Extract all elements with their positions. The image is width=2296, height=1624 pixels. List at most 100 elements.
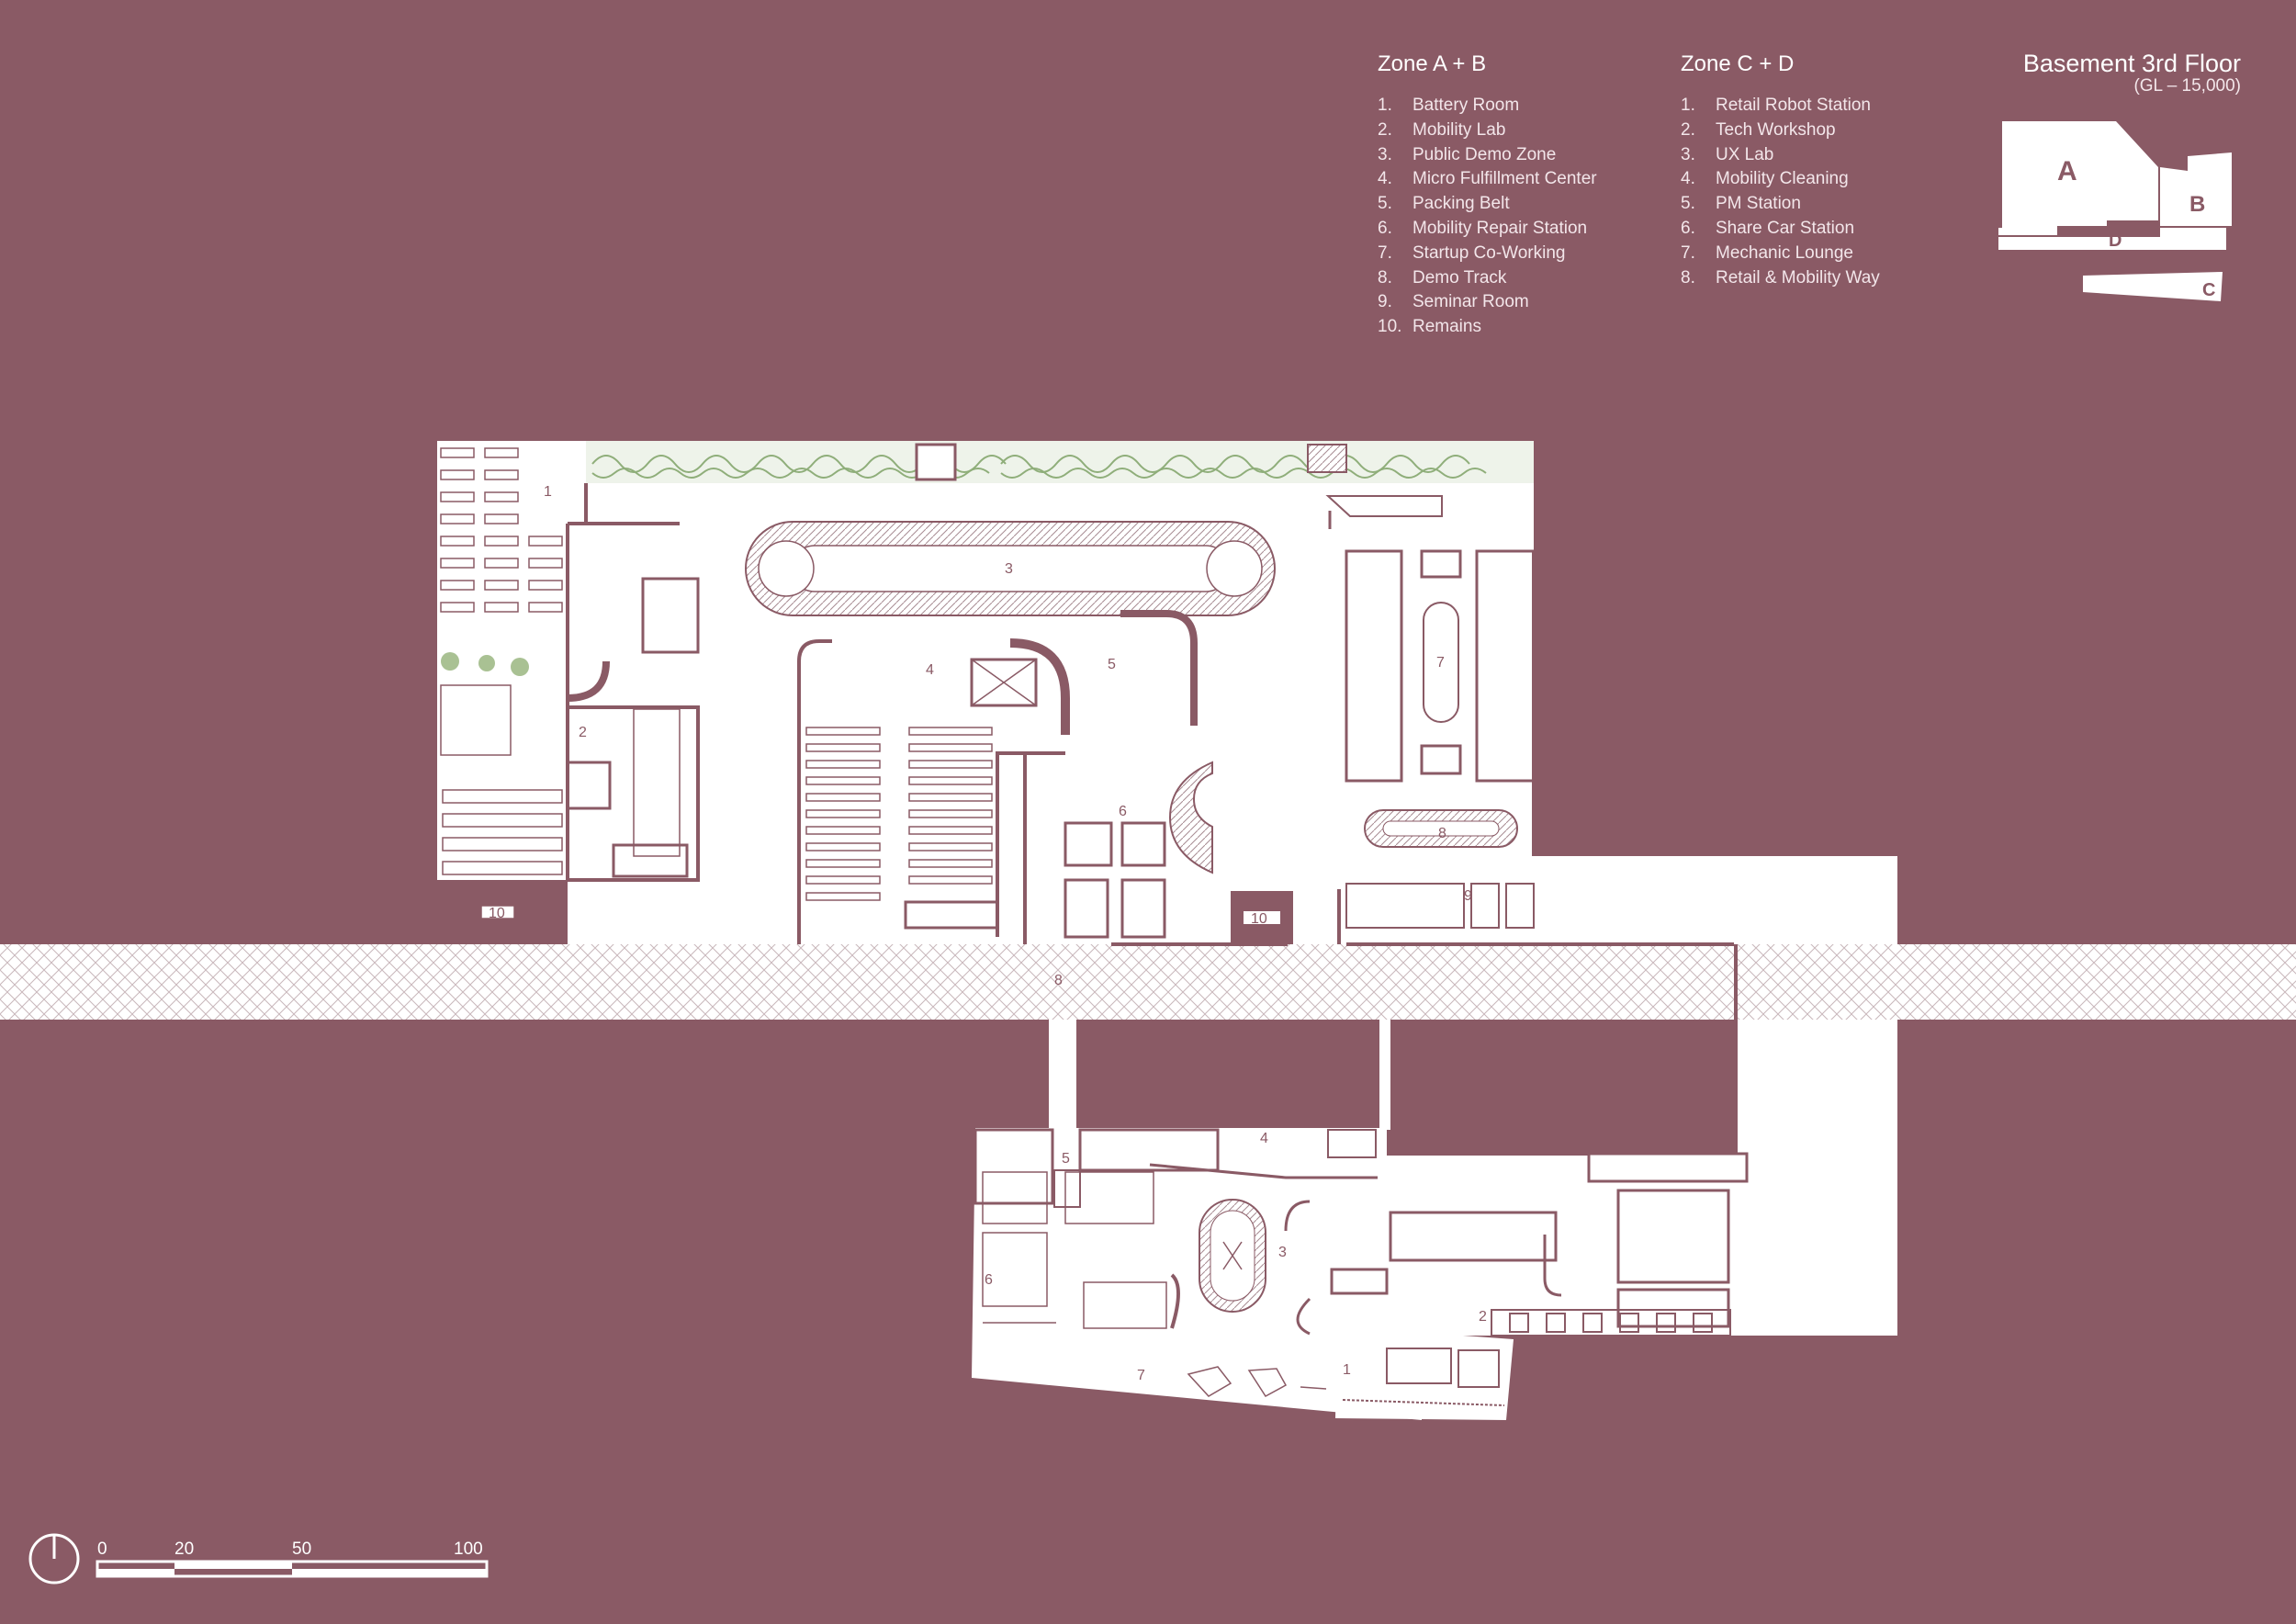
legend-item: 10.Remains xyxy=(1378,317,1481,337)
legend-item: 8.Demo Track xyxy=(1378,267,1507,288)
packing-belt-b xyxy=(1120,610,1198,726)
legend-item: 1.Retail Robot Station xyxy=(1681,96,1871,115)
legend-zone-cd-title: Zone C + D xyxy=(1681,51,1795,76)
zone-ab-floor xyxy=(437,441,1897,944)
plan-label-ab-1: 1 xyxy=(544,484,552,500)
battery-room-racks xyxy=(440,447,563,613)
mechanic-lounge xyxy=(1187,1366,1327,1397)
startup-coworking xyxy=(1325,495,1536,783)
stair-core-a xyxy=(641,577,700,654)
key-map: A B D C xyxy=(1998,121,2232,301)
plan-label-cd-4: 4 xyxy=(1260,1131,1268,1146)
zone-cd-slab xyxy=(972,1128,1897,1420)
plan-label-ab-10a: 10 xyxy=(489,906,505,921)
plan-label-ab-7: 7 xyxy=(1436,655,1445,671)
key-map-label-c: C xyxy=(2202,280,2215,300)
repair-ramp xyxy=(1168,761,1213,874)
plan-label-cd-3: 3 xyxy=(1278,1245,1287,1260)
key-map-label-a: A xyxy=(2057,156,2077,186)
zone-cd-south-wedge xyxy=(1335,1326,1514,1420)
plan-label-cd-8: 8 xyxy=(1054,973,1063,988)
ux-lab-cross xyxy=(1222,1241,1243,1270)
tech-workshop xyxy=(1491,1309,1731,1336)
legend-item: 3.UX Lab xyxy=(1681,144,1774,164)
connector-vertical-right xyxy=(1379,1020,1390,1130)
north-arrow xyxy=(28,1533,80,1585)
retail-mobility-way xyxy=(0,944,2296,1020)
greenery-gate-left xyxy=(915,443,957,481)
scale-tick-100: 100 xyxy=(454,1539,483,1559)
packing-belt xyxy=(1009,638,1070,735)
pm-station xyxy=(1053,1169,1081,1208)
floor-title: Basement 3rd Floor xyxy=(2022,50,2241,77)
mobility-lab xyxy=(440,660,689,878)
key-map-label-b: B xyxy=(2189,192,2205,217)
remains-b-label-box xyxy=(1244,911,1280,924)
scale-tick-20: 20 xyxy=(174,1539,194,1559)
zone-cd-walls xyxy=(974,1128,1749,1336)
mobility-lab-plants xyxy=(441,652,529,676)
scale-tick-50: 50 xyxy=(292,1539,311,1559)
legend-item: 7.Startup Co-Working xyxy=(1378,242,1566,263)
scale-bar-seg-3 xyxy=(292,1569,487,1576)
plan-label-ab-10b: 10 xyxy=(1251,911,1267,927)
plan-label-cd-6: 6 xyxy=(985,1272,993,1288)
plan-label-ab-6: 6 xyxy=(1119,804,1127,819)
scale-bar-seg-2 xyxy=(174,1562,292,1569)
legend-item: 5.Packing Belt xyxy=(1378,194,1510,214)
share-car-station xyxy=(982,1171,1180,1329)
key-map-zone-b xyxy=(2160,152,2232,226)
legend-item: 4.Mobility Cleaning xyxy=(1681,169,1849,189)
greenery-gate-right xyxy=(1307,444,1347,473)
floor-level: (GL – 15,000) xyxy=(2133,76,2241,96)
demo-track-inner xyxy=(1382,820,1500,837)
retail-robot-station xyxy=(1342,1348,1505,1406)
legend-zone-ab-title: Zone A + B xyxy=(1378,51,1487,76)
legend-zone-ab: Zone A + B 1.Battery Room 2.Mobility Lab… xyxy=(1378,51,1597,340)
key-map-label-d: D xyxy=(2109,231,2122,251)
scale-bar: 0 20 50 100 xyxy=(96,1539,489,1578)
legend-item: 2.Tech Workshop xyxy=(1681,119,1836,140)
scale-bar-seg-1 xyxy=(97,1569,174,1576)
legend-item: 1.Battery Room xyxy=(1378,96,1520,115)
legend-item: 9.Seminar Room xyxy=(1378,292,1529,312)
legend-zone-cd: Zone C + D 1.Retail Robot Station 2.Tech… xyxy=(1681,51,1880,290)
plan-numbers: 1 2 3 4 5 6 7 8 9 10 10 1 2 3 4 5 6 7 8 xyxy=(489,484,1487,1383)
zone-cd-east-block xyxy=(1589,1154,1897,1336)
plan-label-ab-8: 8 xyxy=(1438,826,1446,841)
key-map-zone-c xyxy=(2083,272,2223,301)
remains-a xyxy=(480,905,515,919)
legend-item: 6.Mobility Repair Station xyxy=(1378,218,1588,238)
key-map-zone-d xyxy=(1998,228,2226,250)
plan-label-ab-9: 9 xyxy=(1464,888,1472,904)
legend-item: 2.Mobility Lab xyxy=(1378,119,1506,140)
legend-zone-ab-list: 1.Battery Room 2.Mobility Lab 3.Public D… xyxy=(1378,94,1597,340)
fulfillment-racks xyxy=(805,658,1038,930)
legend-item: 6.Share Car Station xyxy=(1681,218,1855,238)
plan-label-cd-2: 2 xyxy=(1479,1309,1487,1325)
legend-item: 4.Micro Fulfillment Center xyxy=(1378,169,1597,189)
legend-item: 8.Retail & Mobility Way xyxy=(1681,267,1880,288)
legend-item: 7.Mechanic Lounge xyxy=(1681,242,1853,263)
plan-label-cd-1: 1 xyxy=(1343,1362,1351,1378)
plan-label-ab-3: 3 xyxy=(1005,561,1013,577)
stair-core-b xyxy=(566,761,612,810)
title-block: Basement 3rd Floor (GL – 15,000) xyxy=(2023,50,2241,96)
public-demo-zone xyxy=(745,521,1276,616)
legend-item: 3.Public Demo Zone xyxy=(1378,144,1557,164)
legend-zone-cd-list: 1.Retail Robot Station 2.Tech Workshop 3… xyxy=(1681,94,1880,290)
seminar-room xyxy=(1345,883,1535,929)
plan-label-cd-7: 7 xyxy=(1137,1368,1145,1383)
plan-label-ab-4: 4 xyxy=(926,662,934,678)
connector-vertical-left xyxy=(1049,1020,1076,1130)
scale-tick-0: 0 xyxy=(97,1539,107,1559)
plan-label-cd-5: 5 xyxy=(1062,1151,1070,1167)
key-map-zone-a xyxy=(1998,121,2158,235)
mobility-cleaning xyxy=(1327,1129,1377,1158)
plan-label-ab-2: 2 xyxy=(579,725,587,740)
plan-label-ab-5: 5 xyxy=(1108,657,1116,672)
repair-station xyxy=(1064,821,1166,939)
legend-item: 5.PM Station xyxy=(1681,194,1801,214)
